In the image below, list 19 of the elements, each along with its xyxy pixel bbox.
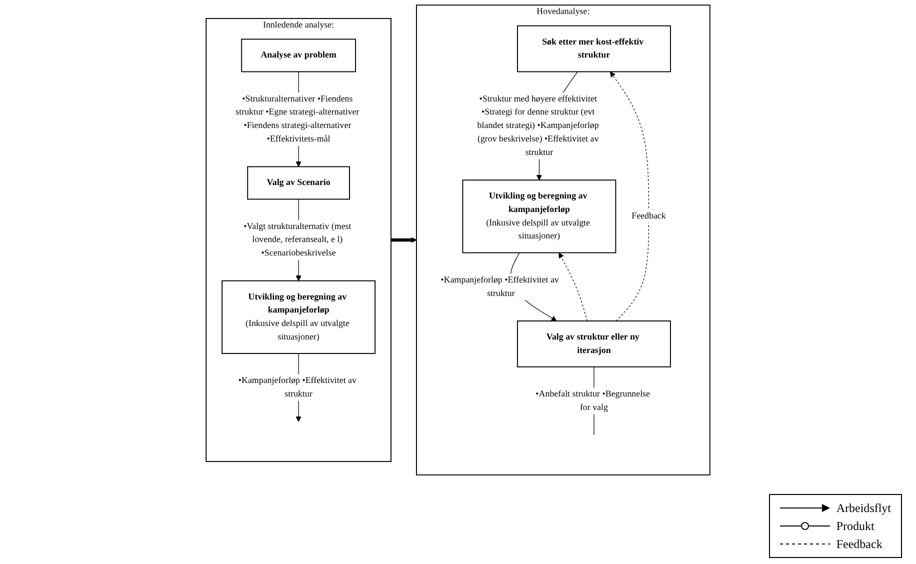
legend-label: Feedback (836, 536, 882, 552)
node-box: Søk etter mer kost-effektiv struktur (517, 25, 671, 72)
legend-label: Arbeidsflyt (836, 500, 891, 516)
node-box: Valg av struktur eller ny iterasjon (517, 320, 671, 368)
edge-label: •Kampanjeforløp •Effektivitet av struktur (238, 376, 356, 400)
edge-label: •Anbefalt struktur •Begrunnelse for valg (536, 389, 650, 412)
edge-label: Feedback (632, 212, 666, 222)
edge-label: •Strukturalternativer •Fiendens struktur •Egne strategi-alternativer •Fiendens strategi-alternativer •Effektivitets-mål (236, 94, 360, 144)
edge-label: •Valgt strukturalternativ (mest lovende, referansealt, e l) •Scenariobeskrivelse (244, 222, 352, 258)
arrow (391, 237, 417, 243)
legend-label: Produkt (836, 518, 874, 534)
edge-label: •Kampanjeforløp •Effektivitet av struktur (440, 275, 559, 298)
node-box: Utvikling og beregning av kampanjeforløp (Inkusive delspill av utvalgte situasjoner) (462, 180, 616, 254)
node-box: Analyse av problem (241, 38, 356, 72)
arrow (558, 252, 588, 322)
edge-label: •Struktur med høyere effektivitet •Strategi for denne struktur (evt blandet strategi) •Kampanjeforløp (grov beskrivelse) •Effektivitet av struktur (477, 94, 599, 158)
node-box: Utvikling og beregning av kampanjeforløp (Inkusive delspill av utvalgte situasjoner) (222, 280, 376, 354)
node-box: Valg av Scenario (247, 166, 350, 200)
arrow (610, 71, 650, 322)
